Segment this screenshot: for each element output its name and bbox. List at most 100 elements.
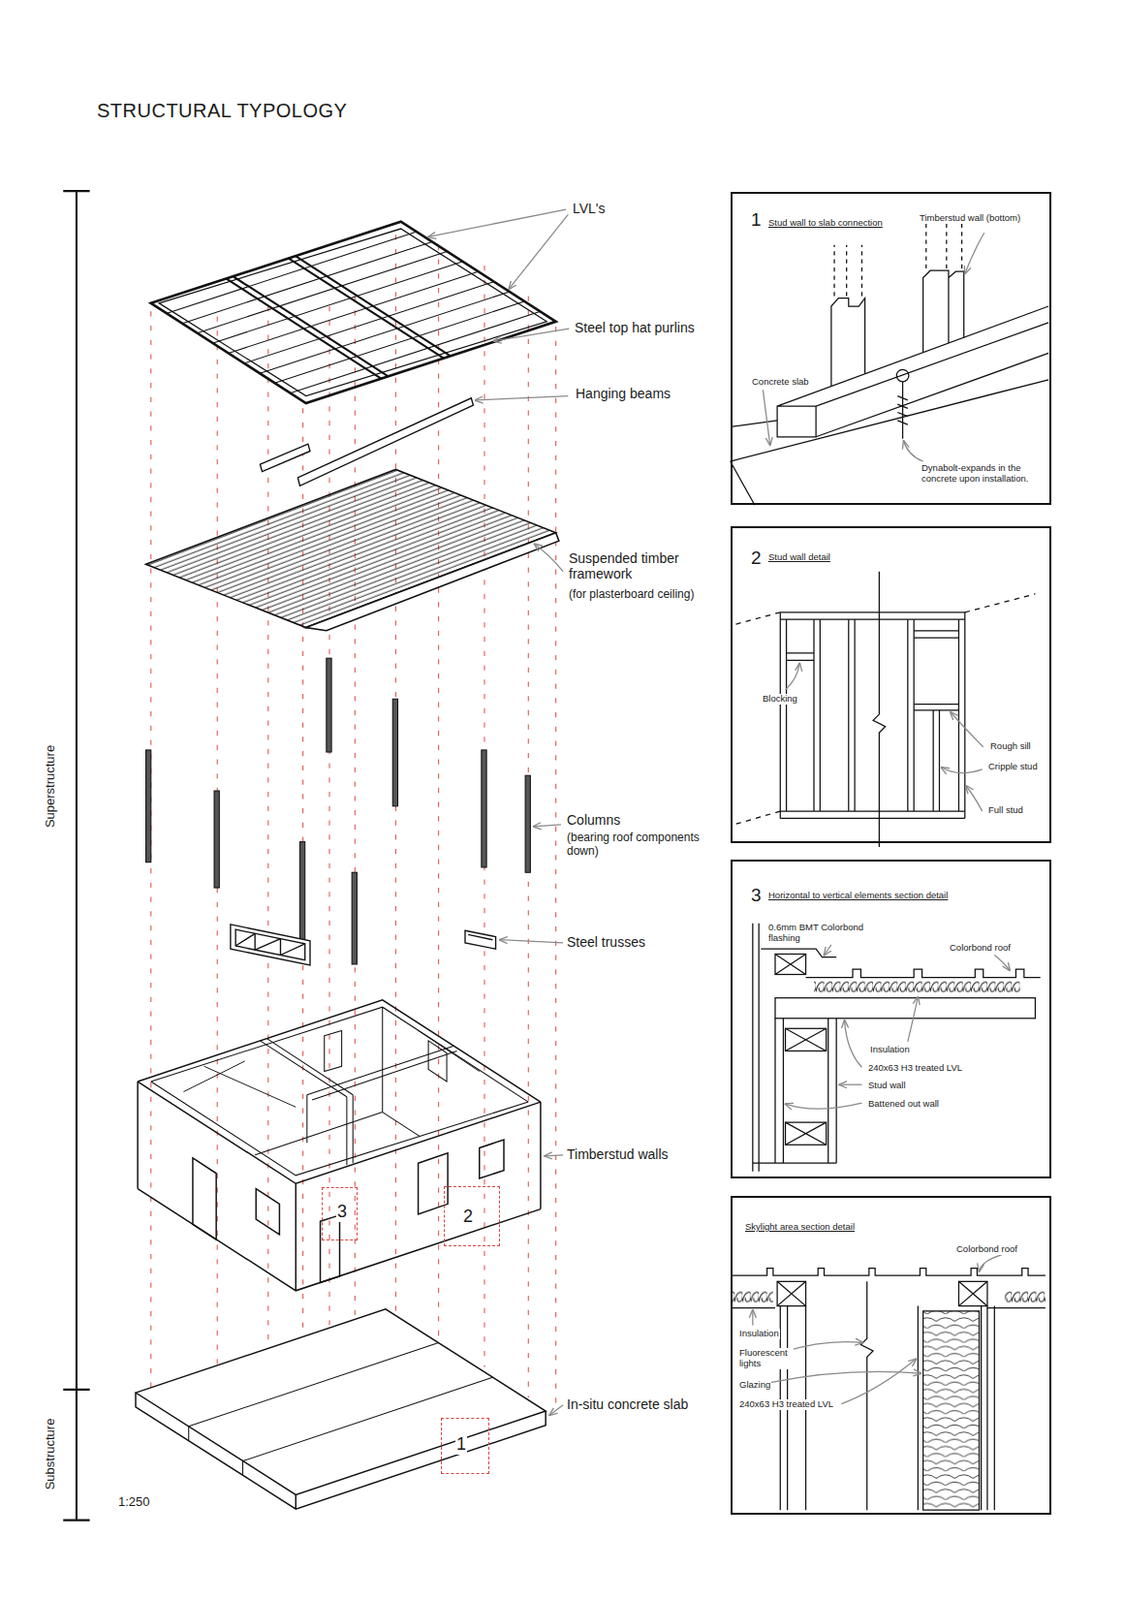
- detail-panel: 2Stud wall detailBlockingRough sillCripp…: [730, 526, 1052, 843]
- stud-walls: [428, 1040, 447, 1082]
- skylight-drawing: [777, 1280, 806, 1306]
- part-label: Timberstud walls: [565, 1146, 670, 1162]
- stud-walls: [324, 1030, 343, 1071]
- detail-1-drawing: [904, 440, 924, 462]
- skylight-drawing: [751, 1310, 753, 1326]
- leader-lines: [534, 543, 563, 571]
- steel-trusses: [235, 929, 306, 961]
- stud-walls: [479, 1139, 504, 1179]
- detail-3-drawing: [844, 1020, 863, 1067]
- detail-note: Colorbond roof: [948, 942, 1012, 954]
- columns: [525, 775, 531, 873]
- steel-trusses: [465, 930, 497, 949]
- detail-3-drawing: [785, 1028, 827, 1051]
- detail-1-drawing: [896, 369, 909, 382]
- concrete-slab: [188, 1342, 494, 1476]
- steel-trusses: [230, 924, 497, 966]
- stud-walls: [151, 1006, 529, 1176]
- columns: [146, 749, 152, 863]
- part-note: (bearing roof components down): [565, 831, 714, 859]
- detail-2-drawing: [734, 593, 1036, 825]
- roof-framing: [151, 221, 557, 404]
- roof-framing: [166, 231, 541, 393]
- skylight-drawing: [732, 1268, 1046, 1276]
- leader-lines: [508, 214, 568, 289]
- part-label: Hanging beams: [574, 385, 672, 402]
- scale-bracket: [62, 190, 90, 1521]
- detail-note: Stud wall: [867, 1080, 907, 1092]
- skylight-drawing: [732, 1289, 774, 1307]
- detail-3-drawing: [785, 1122, 827, 1145]
- detail-note: Stud wall to slab connection: [767, 218, 884, 229]
- detail-2-drawing: [780, 612, 855, 819]
- hanging-beams: [259, 398, 473, 487]
- detail-3-drawing: [994, 955, 1010, 971]
- skylight-drawing: [860, 1280, 874, 1510]
- detail-1-drawing: [897, 381, 908, 439]
- stud-walls: [183, 1030, 479, 1107]
- projection-lines: [151, 234, 557, 1490]
- detail-1-drawing: [834, 219, 963, 297]
- detail-note: 0.6mm BMT Colorbond flashing: [767, 922, 886, 944]
- detail-2-drawing: [950, 712, 984, 748]
- callout-box: 2: [443, 1186, 500, 1247]
- columns: [299, 842, 305, 944]
- detail-2-drawing: [966, 785, 983, 812]
- detail-note: Concrete slab: [750, 376, 811, 388]
- detail-note: Timberstud wall (bottom): [918, 213, 1022, 224]
- steel-trusses: [230, 924, 311, 966]
- columns: [214, 790, 219, 888]
- detail-3-drawing: [907, 997, 919, 1042]
- concrete-slab: [135, 1309, 546, 1496]
- callout-box: 3: [321, 1186, 358, 1241]
- detail-note: Horizontal to vertical elements section …: [767, 890, 949, 902]
- detail-2-drawing: [785, 662, 801, 689]
- detail-panel: 1 Stud wall to slab connection Timberstud …: [730, 191, 1052, 505]
- columns: [146, 657, 531, 965]
- part-label: Columns: [565, 811, 622, 828]
- detail-3-drawing: [806, 968, 1041, 977]
- scale-bracket: [62, 190, 90, 1521]
- stud-walls: [137, 999, 541, 1291]
- detail-1-drawing: [762, 389, 770, 445]
- detail-note: Battened out wall: [867, 1098, 940, 1110]
- detail-3-drawing: [752, 923, 1041, 1172]
- detail-2-drawing: [907, 612, 966, 819]
- detail-2-drawing: [734, 571, 1036, 847]
- detail-note: Cripple stud: [987, 761, 1039, 773]
- leader-lines: [533, 824, 562, 827]
- detail-3-drawing: [785, 1122, 827, 1145]
- concrete-slab: [135, 1309, 546, 1509]
- leader-lines: [544, 1155, 563, 1156]
- leader-lines: [475, 396, 569, 401]
- stud-walls: [259, 1038, 457, 1166]
- part-note: (for plasterboard ceiling): [567, 588, 695, 602]
- part-label: In-situ concrete slab: [565, 1396, 689, 1412]
- detail-note: Stud wall detail: [767, 552, 832, 563]
- ceiling-framework: [146, 468, 557, 627]
- roof-framing: [226, 255, 452, 378]
- roof-framing: [158, 228, 547, 397]
- skylight-drawing: [732, 1254, 1046, 1510]
- stud-walls: [255, 1188, 280, 1235]
- skylight-drawing: [777, 1280, 806, 1306]
- steel-trusses: [468, 934, 493, 939]
- leader-lines: [493, 328, 569, 342]
- skylight-drawing: [1004, 1289, 1046, 1307]
- detail-2-drawing: [873, 571, 886, 847]
- callout-number: 2: [749, 547, 763, 569]
- callout-number: 1: [749, 209, 763, 231]
- skylight-drawing: [923, 1311, 980, 1510]
- detail-panel: Skylight area section detailColorbond ro…: [730, 1195, 1052, 1515]
- columns: [481, 749, 487, 868]
- detail-3-drawing: [785, 1028, 827, 1051]
- detail-note: Skylight area section detail: [744, 1221, 856, 1233]
- detail-3-drawing: [775, 998, 1035, 1019]
- detail-1-drawing: [777, 306, 1049, 438]
- detail-note: Full stud: [987, 805, 1025, 816]
- part-label: Steel trusses: [565, 934, 647, 950]
- scale-note: 1:250: [117, 1495, 152, 1510]
- ceiling-framework: [306, 532, 560, 631]
